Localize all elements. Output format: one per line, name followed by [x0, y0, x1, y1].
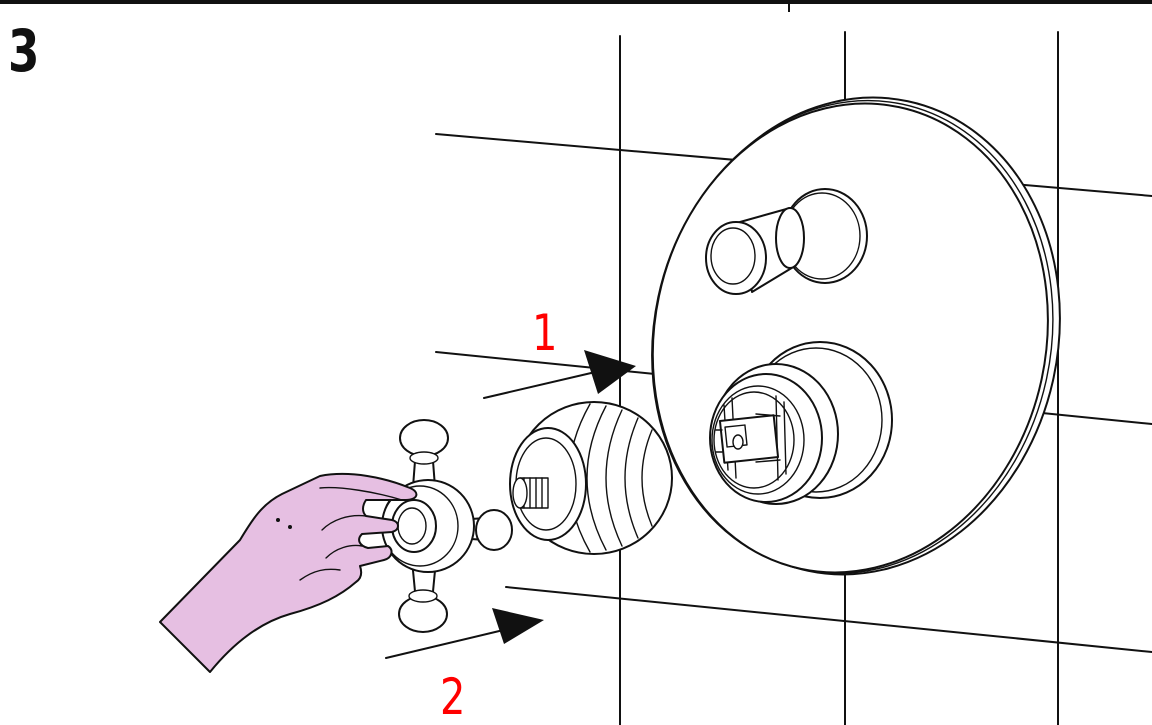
top-border	[0, 0, 1152, 4]
handle-knob-top-collar	[409, 451, 439, 465]
diverter-knob	[705, 188, 868, 295]
step-number: 3	[8, 17, 40, 85]
tile-joint-horizontal-3	[505, 586, 1152, 653]
sleeve-rib-2	[586, 405, 607, 551]
hand-shape	[159, 472, 418, 673]
hand-knuckle-dot-2	[288, 525, 292, 529]
arrow-2-head	[492, 608, 544, 644]
hand-finger-line-1	[321, 514, 367, 531]
arrow-1	[483, 350, 636, 399]
cross-handle	[381, 419, 513, 633]
cartridge-spindle-block	[718, 414, 780, 464]
cover-plate-face	[651, 102, 1049, 574]
arrow-2	[385, 608, 544, 659]
cartridge-spindle-hole	[732, 434, 744, 450]
cartridge-housing	[709, 341, 893, 505]
arrow-2-shaft	[385, 627, 513, 659]
handle-knob-top	[399, 419, 449, 457]
sleeve-rib-5	[641, 429, 653, 527]
top-border-tick	[788, 4, 790, 12]
sleeve-spindle-tip	[512, 477, 528, 509]
hand-knuckle-dot-1	[276, 518, 280, 522]
arrow-1-head	[584, 350, 636, 394]
cover-plate-edge	[652, 99, 1054, 575]
callout-2-label: 2	[440, 668, 466, 725]
arrow-1-shaft	[483, 369, 605, 399]
sleeve-rib-3	[605, 409, 623, 547]
hand-index-crease	[319, 486, 403, 501]
cover-plate	[651, 96, 1061, 576]
callout-1-label: 1	[532, 304, 558, 362]
diverter-knob-stem-end	[775, 207, 805, 269]
handle-knob-right	[475, 509, 513, 551]
hand-finger-line-3	[299, 568, 341, 581]
handle-knob-bottom-collar	[408, 589, 438, 603]
cartridge-spindle-detail	[715, 413, 781, 463]
escutcheon-sleeve	[509, 401, 673, 555]
diverter-knob-cap-inner	[710, 227, 756, 285]
housing-bore-inner	[713, 391, 795, 489]
sleeve-rib-4	[624, 417, 639, 539]
hand	[159, 472, 418, 673]
hand-finger-line-2	[325, 544, 363, 559]
housing-bore	[711, 385, 805, 495]
